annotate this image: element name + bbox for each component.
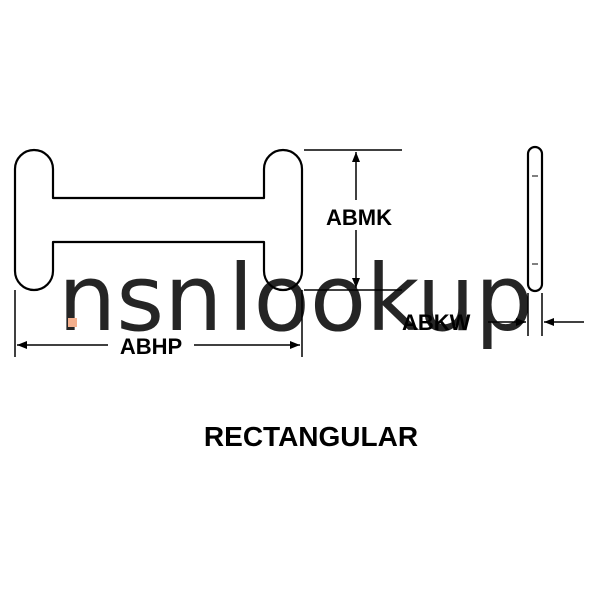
- watermark-logo: nsn lookup: [58, 245, 533, 352]
- watermark-text-nsn: nsn: [58, 245, 223, 352]
- dimension-width: ABHP: [14, 290, 303, 359]
- part-outline-front: [13, 148, 304, 292]
- label-abmk: ABMK: [326, 205, 392, 230]
- part-outline-side: [526, 145, 544, 293]
- watermark-text-lookup: lookup: [228, 245, 533, 352]
- diagram-caption: RECTANGULAR: [204, 421, 418, 452]
- label-abkw: ABKW: [402, 310, 471, 335]
- dimension-height: ABMK: [304, 149, 402, 291]
- label-abhp: ABHP: [120, 334, 182, 359]
- watermark-dot: [68, 318, 77, 327]
- dimension-thickness: ABKW: [402, 293, 584, 336]
